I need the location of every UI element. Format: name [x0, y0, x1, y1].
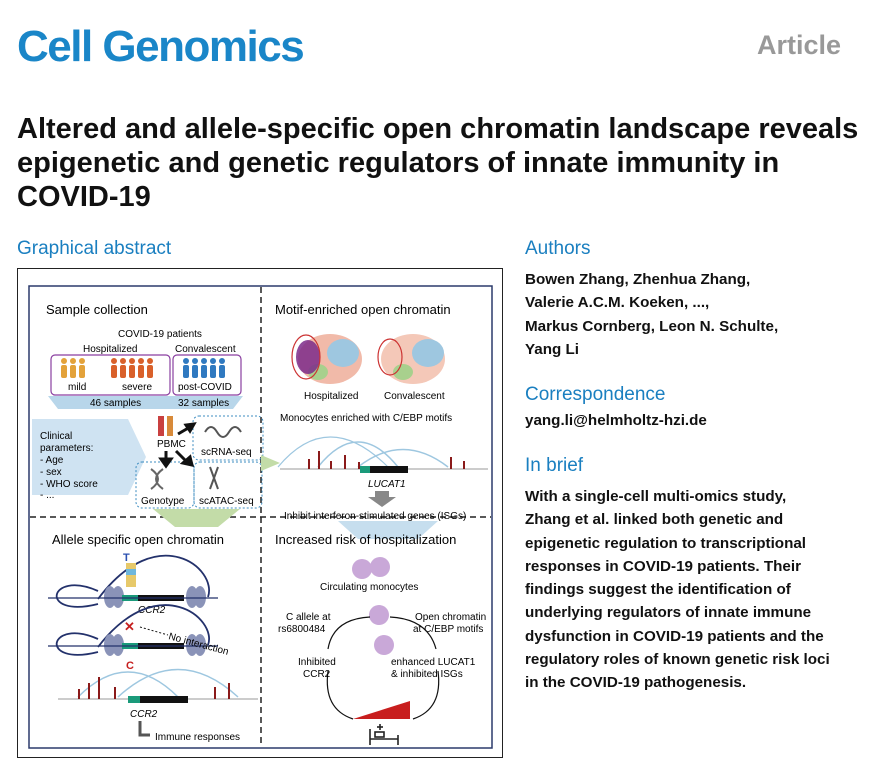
convalescent-label: Convalescent — [175, 344, 236, 355]
lucat1-label: LUCAT1 — [368, 479, 406, 490]
mild-label: mild — [68, 382, 86, 393]
graphical-abstract-svg: Sample collection COVID-19 patients Hosp… — [28, 285, 493, 749]
risk-ramp-icon — [353, 701, 410, 719]
chromatin-track-2 — [277, 436, 488, 473]
convalescent-box — [172, 354, 242, 396]
graphical-abstract-heading: Graphical abstract — [17, 238, 172, 259]
allele-T-loop: T — [48, 552, 218, 608]
post-covid-label: post-COVID — [178, 382, 232, 393]
in-brief-line: Zhang et al. linked both genetic and — [525, 511, 784, 529]
authors-line: Yang Li — [525, 340, 580, 358]
graphical-abstract-figure: Sample collection COVID-19 patients Hosp… — [17, 268, 503, 758]
umap-hospitalized — [291, 334, 362, 384]
inhibit-arrow — [368, 491, 396, 507]
isgs-label: & inhibited ISGs — [391, 669, 463, 680]
arrow-panel2-to-panel4 — [338, 521, 438, 539]
samples-conv-label: 32 samples — [178, 398, 229, 409]
post-covid-people-icon — [183, 358, 225, 378]
enhanced-label: enhanced LUCAT1 — [391, 657, 476, 668]
rs-label: rs6800484 — [278, 624, 326, 635]
article-type: Article — [756, 30, 841, 60]
svg-text:✕: ✕ — [124, 619, 135, 634]
in-brief-line: epigenetic regulation to transcriptional — [525, 534, 807, 552]
in-brief-heading: In brief — [525, 455, 584, 476]
pbmc-tube-icon — [158, 416, 173, 436]
panel2-title: Motif-enriched open chromatin — [275, 302, 451, 317]
in-brief-line: underlying regulators of innate immune — [525, 604, 812, 622]
scatac-label: scATAC-seq — [199, 496, 254, 507]
hospitalized-label: Hospitalized — [83, 344, 137, 355]
clinical-item-sex: - sex — [40, 467, 62, 478]
authors-line: Bowen Zhang, Zhenhua Zhang, — [525, 271, 751, 288]
inhibit-label: Inhibit interferon-stimulated genes (ISG… — [284, 511, 466, 522]
clinical-item-who: - WHO score — [40, 479, 98, 490]
in-brief-line: dysfunction in COVID-19 patients and the — [525, 627, 824, 645]
genotype-label: Genotype — [141, 496, 185, 507]
severe-people-icon — [111, 358, 153, 378]
open-chromatin-label: Open chromatin — [415, 612, 486, 623]
pbmc-label: PBMC — [157, 439, 186, 450]
immune-label: Immune responses — [155, 732, 240, 743]
scatac-box — [193, 461, 263, 509]
svg-text:C: C — [126, 660, 134, 672]
cebp-label: at C/EBP motifs — [413, 624, 483, 635]
samples-hosp-label: 46 samples — [90, 398, 141, 409]
correspondence-heading: Correspondence — [525, 384, 666, 405]
in-brief-line: findings suggest the identification of — [525, 581, 791, 599]
inhibited-label: Inhibited — [298, 657, 336, 668]
hospital-bed-icon — [369, 724, 399, 745]
ccr2-label-1: CCR2 — [138, 605, 166, 616]
scrna-box — [192, 415, 264, 461]
in-brief-line: With a single-cell multi-omics study, — [525, 488, 787, 505]
mild-people-icon — [61, 358, 85, 378]
panel3-title: Allele specific open chromatin — [52, 532, 224, 547]
panel-frame — [28, 285, 493, 749]
arrow-panel1-to-panel3 — [153, 509, 240, 527]
samples-band — [48, 396, 243, 409]
monocytes-label: Monocytes enriched with C/EBP motifs — [280, 413, 452, 424]
ccr2-label-2: CCR2 — [130, 709, 158, 720]
clinical-item-age: - Age — [40, 455, 64, 466]
authors-line: Valerie A.C.M. Koeken, ..., — [525, 294, 710, 312]
genotype-box — [135, 461, 195, 509]
allele-C-loop: ✕ C — [48, 604, 218, 672]
clinical-box — [32, 419, 146, 495]
arrow-panel1-to-panel2 — [261, 455, 280, 471]
dna-icon — [150, 468, 164, 490]
panel1-title: Sample collection — [46, 302, 148, 317]
monocyte-cells — [352, 557, 394, 655]
risk-arrows — [326, 616, 440, 720]
journal-name: Cell Genomics — [17, 22, 305, 71]
in-brief-line: regulatory roles of known genetic risk l… — [525, 651, 830, 669]
clinical-item-more: - ... — [40, 490, 54, 501]
circulating-label: Circulating monocytes — [320, 582, 418, 593]
chromatin-icon — [209, 466, 219, 490]
authors-line: Markus Cornberg, Leon N. Schulte, — [525, 317, 779, 335]
chromatin-track-3 — [58, 668, 258, 703]
authors-heading: Authors — [525, 238, 591, 259]
rna-icon — [204, 426, 242, 438]
clinical-title: Clinical — [40, 431, 72, 442]
article-title: Altered and allele-specific open chromat… — [17, 113, 859, 213]
authors-list: Bowen Zhang, Zhenhua Zhang, Valerie A.C.… — [525, 268, 855, 361]
ccr2-label-3: CCR2 — [303, 669, 331, 680]
svg-text:T: T — [123, 552, 130, 564]
in-brief-line: responses in COVID-19 patients. Their — [525, 557, 801, 575]
umap-hospitalized-label: Hospitalized — [304, 391, 358, 402]
immune-arrow-icon — [138, 721, 150, 737]
hospitalized-box — [50, 354, 171, 396]
patients-label: COVID-19 patients — [118, 329, 202, 340]
panel4-title: Increased risk of hospitalization — [275, 532, 456, 547]
scrna-label: scRNA-seq — [201, 447, 252, 458]
in-brief-line: in the COVID-19 pathogenesis. — [525, 674, 747, 692]
flow-arrows — [158, 422, 197, 469]
umap-convalescent — [377, 334, 445, 384]
c-allele-label: C allele at — [286, 612, 331, 623]
in-brief-text: With a single-cell multi-omics study, Zh… — [525, 485, 855, 695]
umap-convalescent-label: Convalescent — [384, 391, 445, 402]
severe-label: severe — [122, 382, 152, 393]
correspondence-email[interactable]: yang.li@helmholtz-hzi.de — [525, 412, 707, 429]
clinical-title2: parameters: — [40, 443, 93, 454]
